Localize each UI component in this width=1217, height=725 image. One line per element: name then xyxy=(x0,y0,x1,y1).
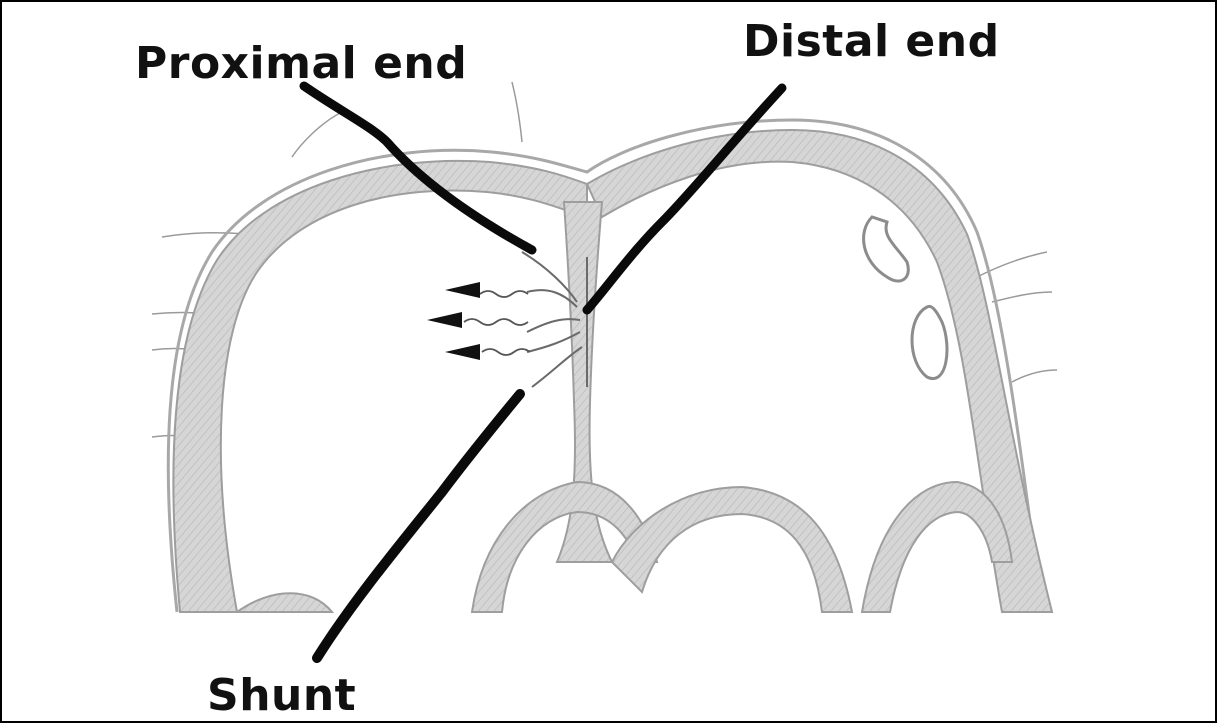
skull-base-center-arch xyxy=(612,487,852,612)
label-shunt: Shunt xyxy=(207,674,356,718)
pointer-shunt xyxy=(317,394,520,658)
flow-arrowheads xyxy=(427,282,480,360)
skull-base-far-left xyxy=(237,593,332,612)
skin-lines xyxy=(152,82,1057,437)
label-distal-end: Distal end xyxy=(743,20,1000,64)
skull-base-right-arch xyxy=(862,482,1012,612)
label-proximal-end: Proximal end xyxy=(135,42,467,86)
